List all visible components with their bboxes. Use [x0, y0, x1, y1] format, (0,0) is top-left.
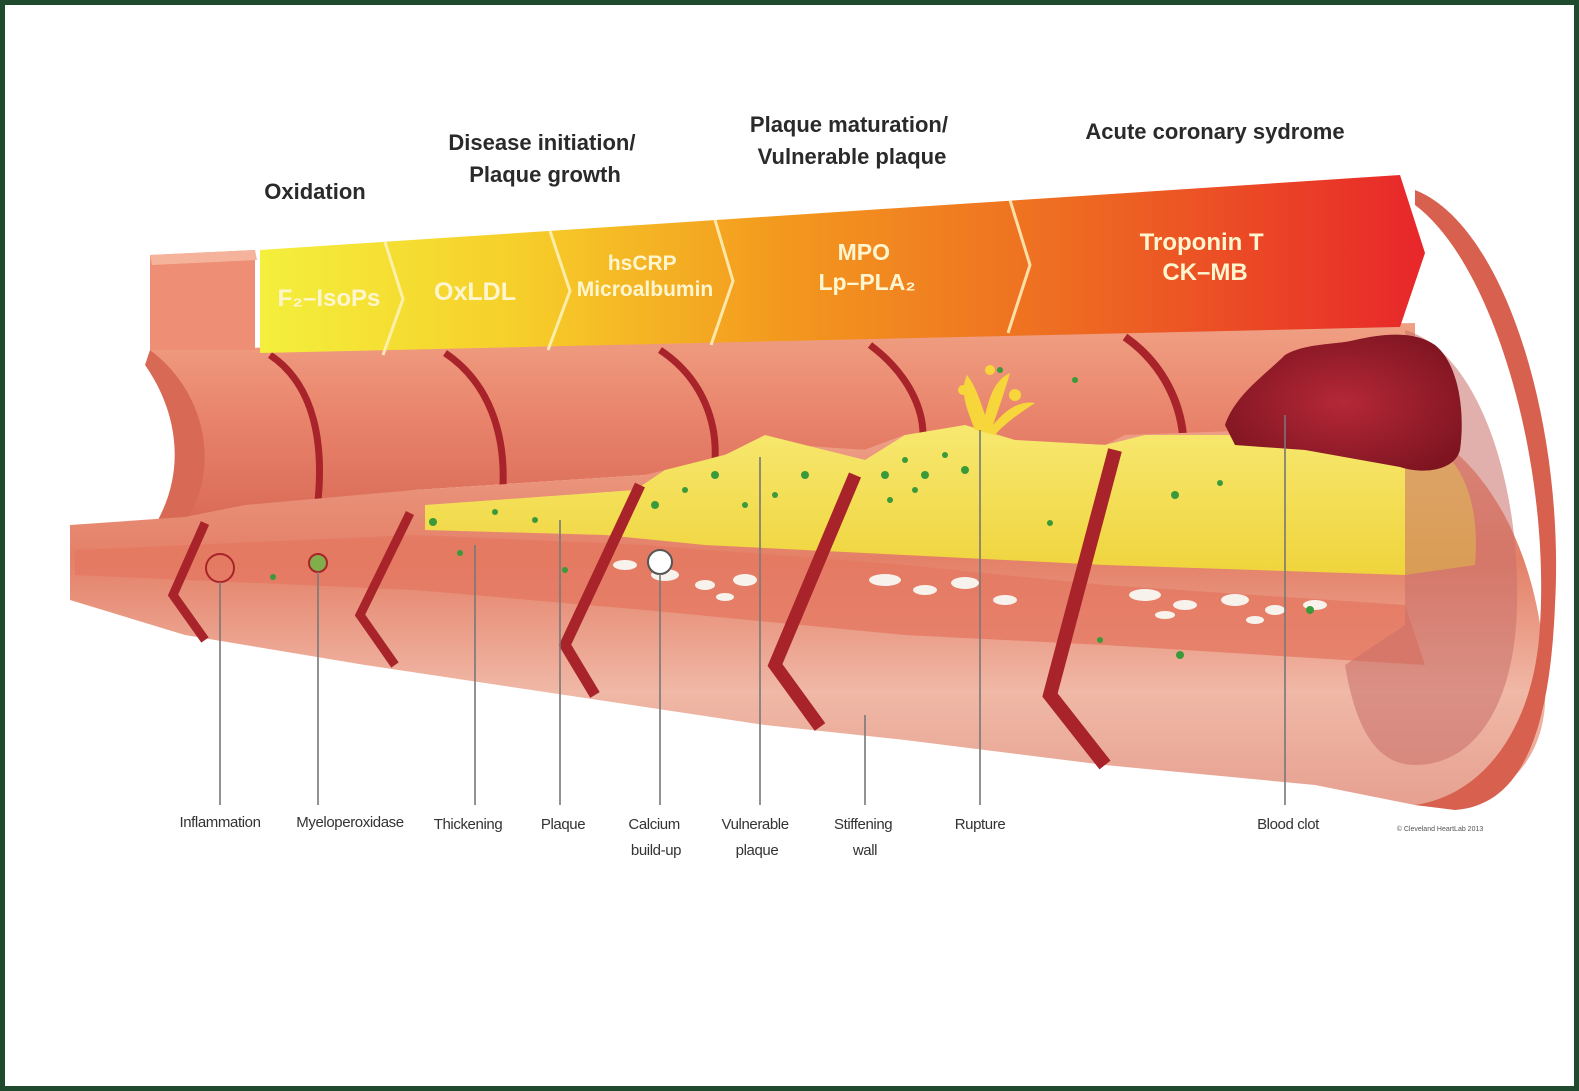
stage-oxidation: Oxidation	[264, 179, 365, 204]
label-inflammation: Inflammation	[179, 814, 260, 831]
label-stiffening-wall: Stiffening wall	[834, 816, 896, 859]
vessel-top-block	[150, 250, 255, 350]
label-blood-clot: Blood clot	[1257, 816, 1320, 833]
label-calcium-buildup: Calcium build-up	[628, 816, 683, 859]
stage-disease-initiation: Disease initiation/ Plaque growth	[448, 130, 641, 187]
stage-acute-coronary: Acute coronary sydrome	[1085, 119, 1344, 144]
label-plaque: Plaque	[541, 816, 585, 833]
copyright-credit: © Cleveland HeartLab 2013	[1397, 825, 1484, 833]
label-myeloperoxidase: Myeloperoxidase	[296, 814, 403, 831]
stage-plaque-maturation: Plaque maturation/ Vulnerable plaque	[750, 112, 954, 169]
marker-f2-isops: F₂–IsoPs	[278, 285, 381, 312]
callout-labels: Inflammation Myeloperoxidase Thickening …	[179, 814, 1320, 859]
label-thickening: Thickening	[434, 816, 503, 833]
calcium-callout-circle	[648, 550, 672, 574]
marker-oxldl: OxLDL	[434, 278, 516, 306]
label-vulnerable-plaque: Vulnerable plaque	[722, 816, 793, 859]
label-rupture: Rupture	[955, 816, 1006, 833]
myeloperoxidase-callout-circle	[309, 554, 327, 572]
atherosclerosis-diagram: Oxidation Disease initiation/ Plaque gro…	[5, 5, 1574, 1086]
